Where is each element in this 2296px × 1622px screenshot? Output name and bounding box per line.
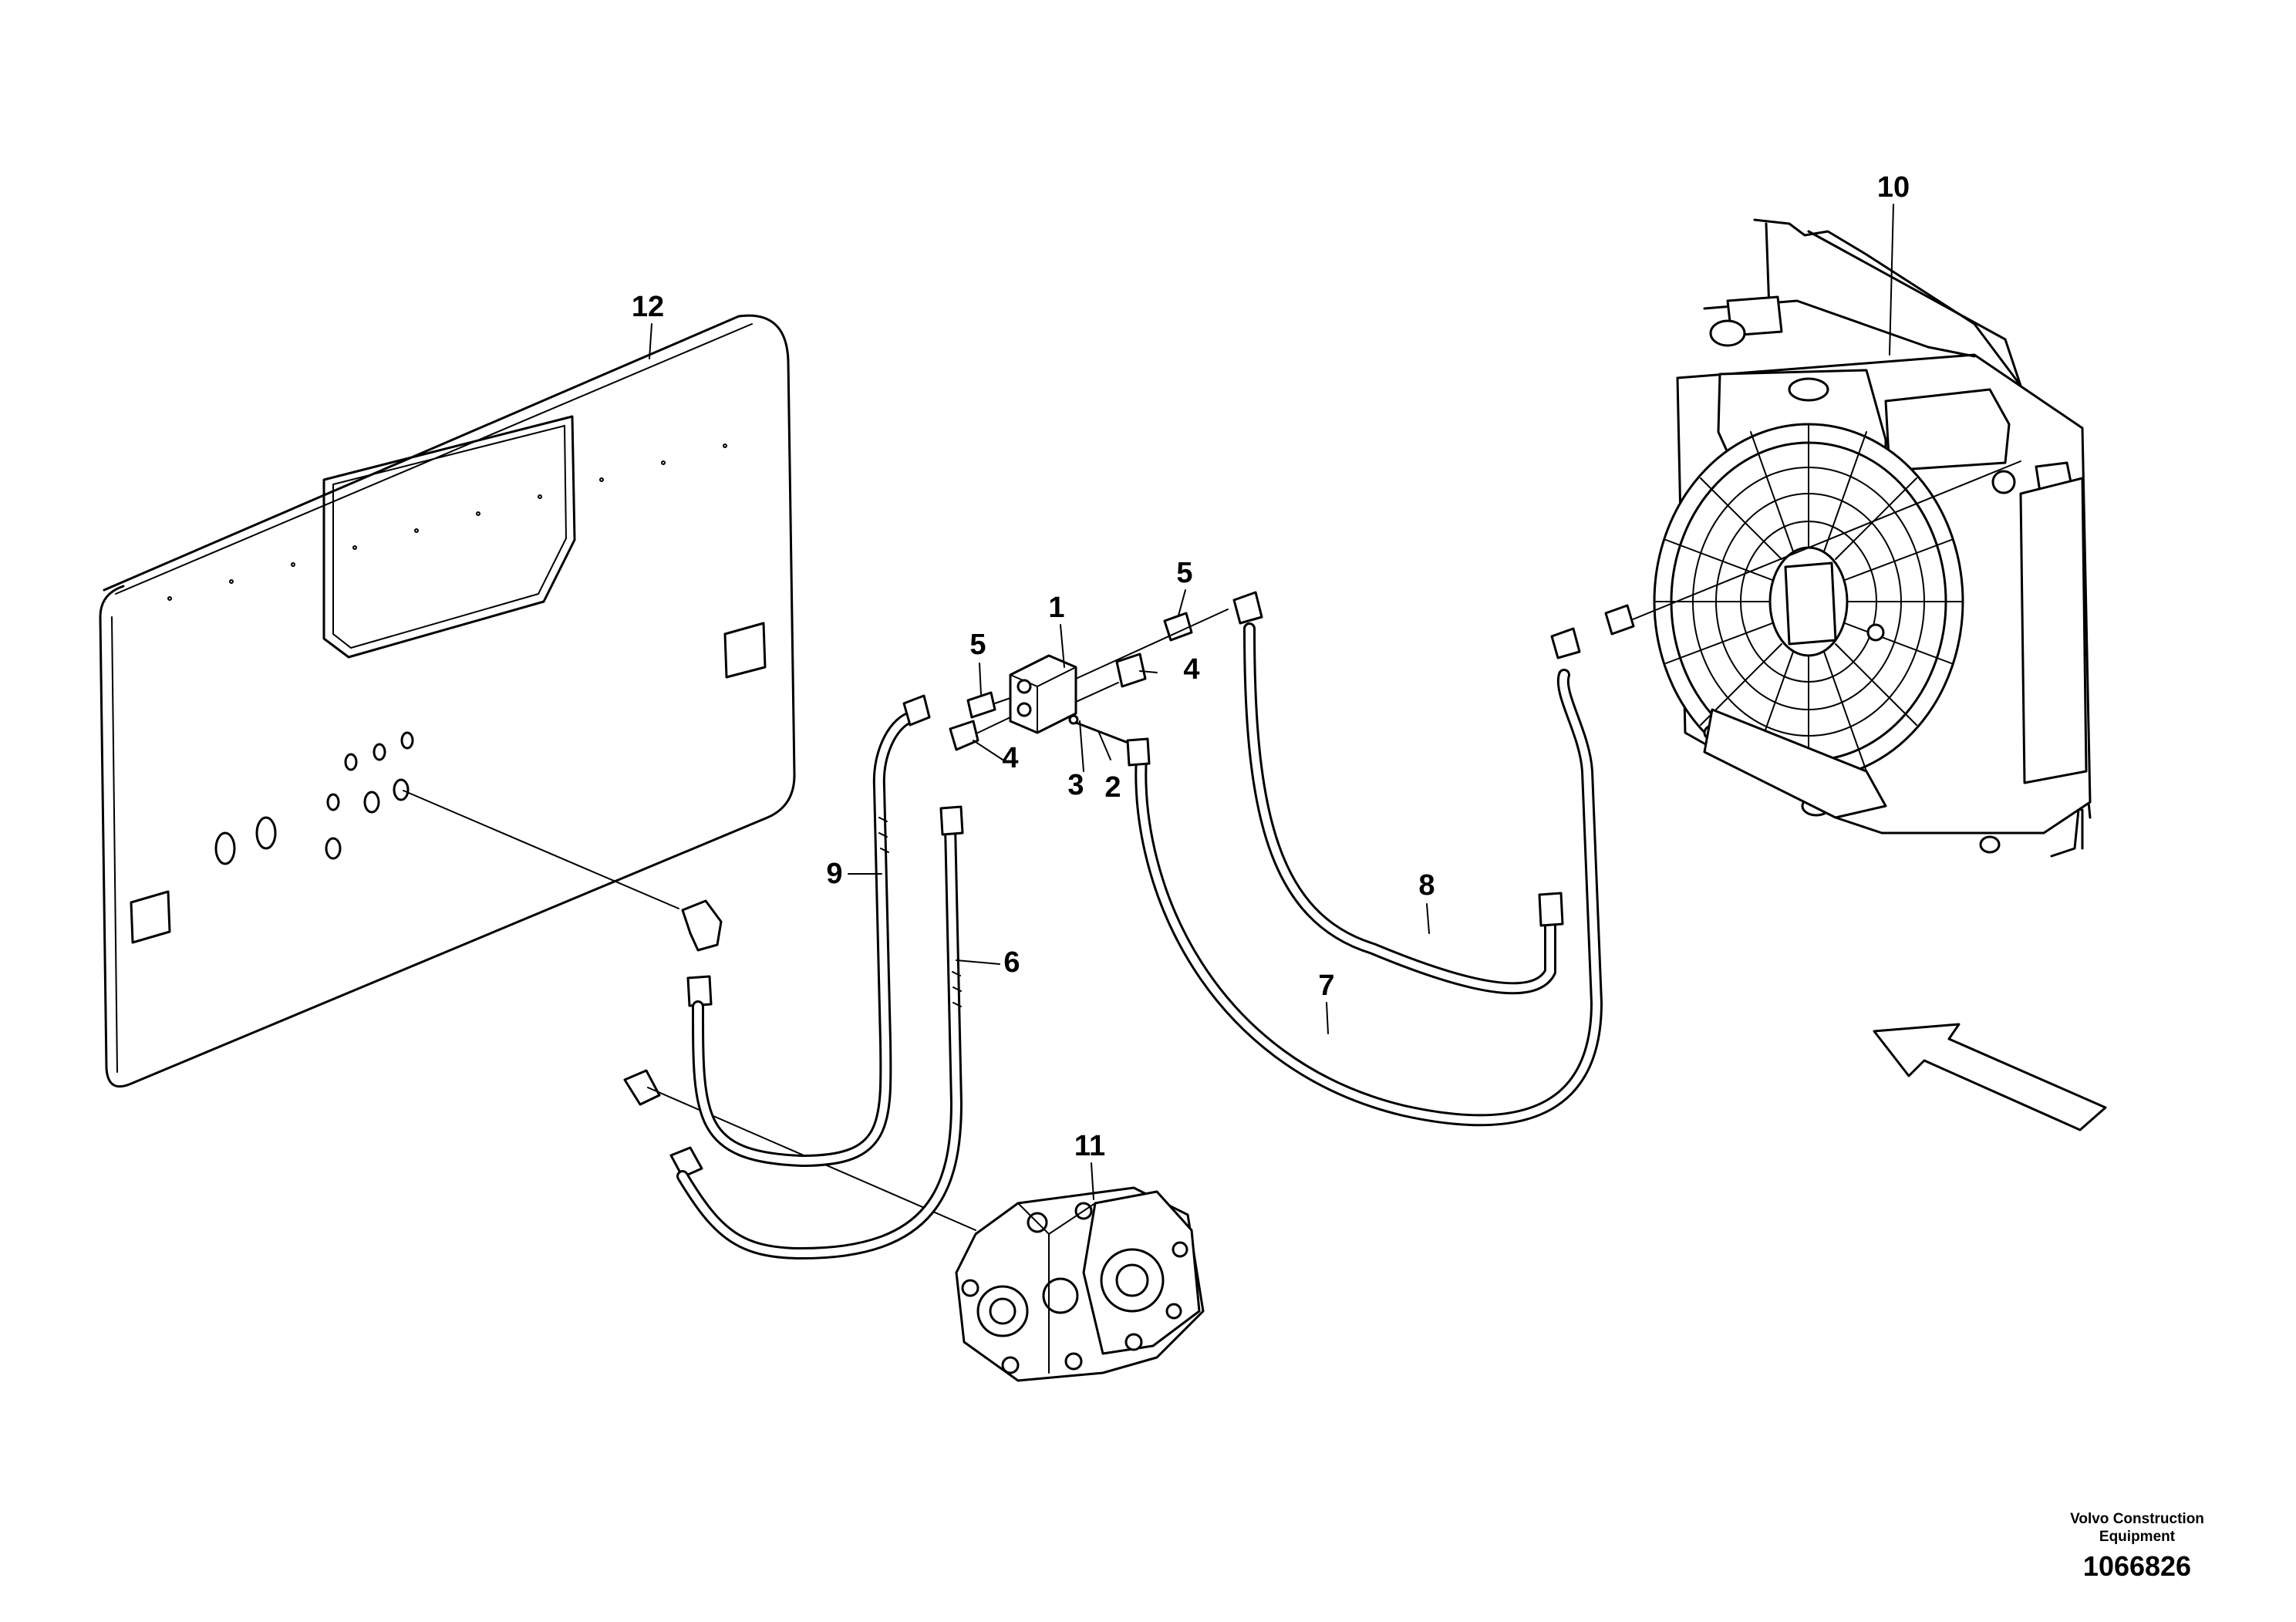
callout-4-right: 4 <box>1183 653 1199 686</box>
cooler-fan-part-10 <box>1604 218 2092 858</box>
callout-numbers: 1 2 3 4 4 5 5 6 7 8 9 10 11 12 <box>632 171 1910 1162</box>
drawing-number: 1066826 <box>2082 1550 2192 1582</box>
hose-end-fittings <box>878 591 1581 1007</box>
callout-11: 11 <box>1074 1130 1105 1162</box>
callout-3: 3 <box>1067 769 1084 801</box>
callout-4-left: 4 <box>1002 742 1018 774</box>
callout-5-left: 5 <box>969 629 986 661</box>
fittings-left <box>623 899 976 1231</box>
callout-5-right: 5 <box>1176 557 1192 589</box>
callout-9: 9 <box>826 858 842 890</box>
hoses <box>676 622 1603 1259</box>
callout-8: 8 <box>1418 869 1435 902</box>
company-credit: Volvo Construction Equipment <box>2070 1511 2204 1545</box>
callout-2: 2 <box>1104 771 1121 804</box>
callout-12: 12 <box>632 291 664 323</box>
callout-6: 6 <box>1003 946 1020 979</box>
callout-1: 1 <box>1048 592 1064 624</box>
leader-lines <box>649 204 1894 1200</box>
pump-part-11 <box>955 1186 1205 1382</box>
callout-7: 7 <box>1318 969 1334 1002</box>
fan-guard <box>1653 423 1964 781</box>
callout-10: 10 <box>1877 171 1910 204</box>
direction-arrow <box>1873 1023 2107 1131</box>
panel-part-12 <box>99 314 796 1088</box>
